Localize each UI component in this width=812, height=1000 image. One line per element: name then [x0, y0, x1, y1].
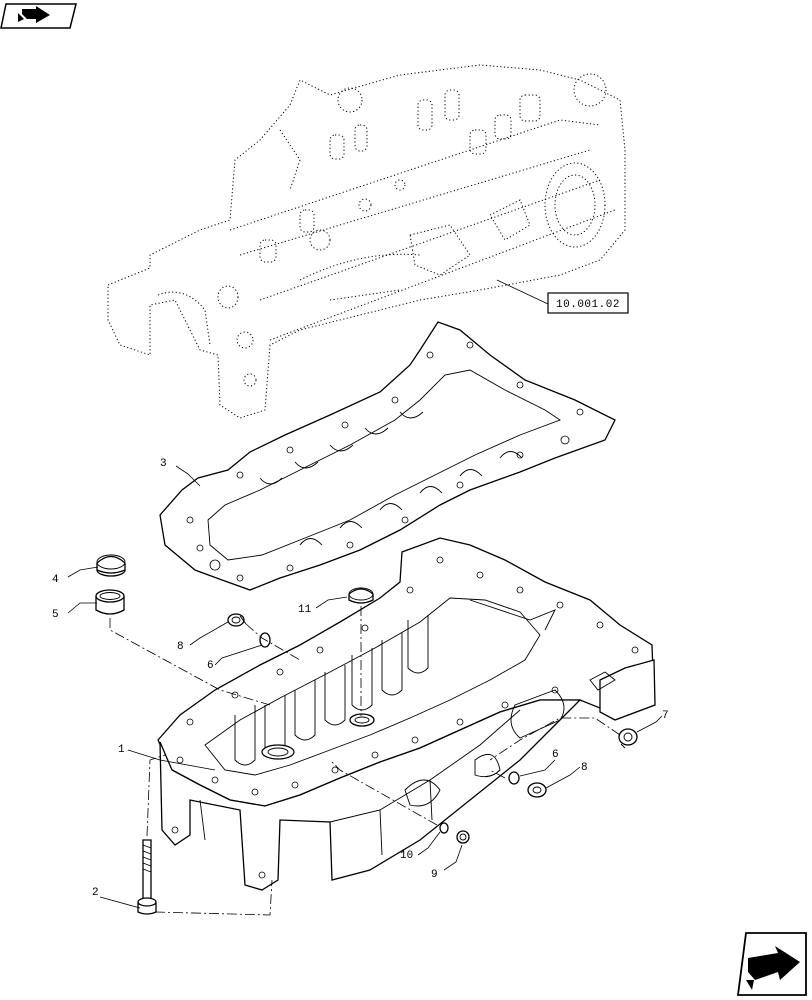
callout-2[interactable]: 2: [92, 887, 99, 899]
oil-pan: [157, 537, 656, 891]
bolt-part-2: [137, 839, 157, 915]
reference-label[interactable]: 10.001.02: [556, 299, 620, 311]
cap-part-4: [96, 554, 126, 577]
callout-11[interactable]: 11: [298, 604, 312, 616]
callout-1[interactable]: 1: [118, 744, 125, 756]
callout-5[interactable]: 5: [52, 609, 59, 621]
callout-4[interactable]: 4: [52, 574, 59, 586]
callout-10[interactable]: 10: [400, 850, 413, 862]
engine-block-outline: [107, 64, 626, 419]
o-ring-part-10: [439, 822, 449, 834]
back-arrow-icon[interactable]: [0, 3, 77, 29]
o-ring-part-6-lower: [508, 771, 520, 785]
callout-8-lower[interactable]: 8: [581, 762, 588, 774]
callout-3[interactable]: 3: [160, 458, 167, 470]
reference-leader-line: [496, 279, 549, 305]
callout-leaders: [67, 465, 663, 909]
plug-part-9: [456, 830, 470, 844]
callout-7[interactable]: 7: [662, 710, 669, 722]
oil-pan-gasket: [159, 321, 616, 591]
sleeve-part-5: [95, 589, 125, 615]
assembly-lines: [109, 606, 621, 916]
callout-6-lower[interactable]: 6: [552, 749, 559, 761]
reference-box: [547, 292, 629, 314]
cap-part-11: [348, 587, 374, 604]
callout-9[interactable]: 9: [431, 869, 438, 881]
callout-labels: 1 2 3 4 5 6 6 7 8 8 9 10 11: [52, 458, 669, 899]
plug-part-8-lower: [527, 782, 547, 798]
next-arrow-icon[interactable]: [736, 932, 807, 996]
callout-6-upper[interactable]: 6: [207, 660, 214, 672]
plug-part-7: [618, 728, 638, 749]
plug-part-8-upper: [227, 613, 247, 627]
callout-8-upper[interactable]: 8: [177, 641, 184, 653]
